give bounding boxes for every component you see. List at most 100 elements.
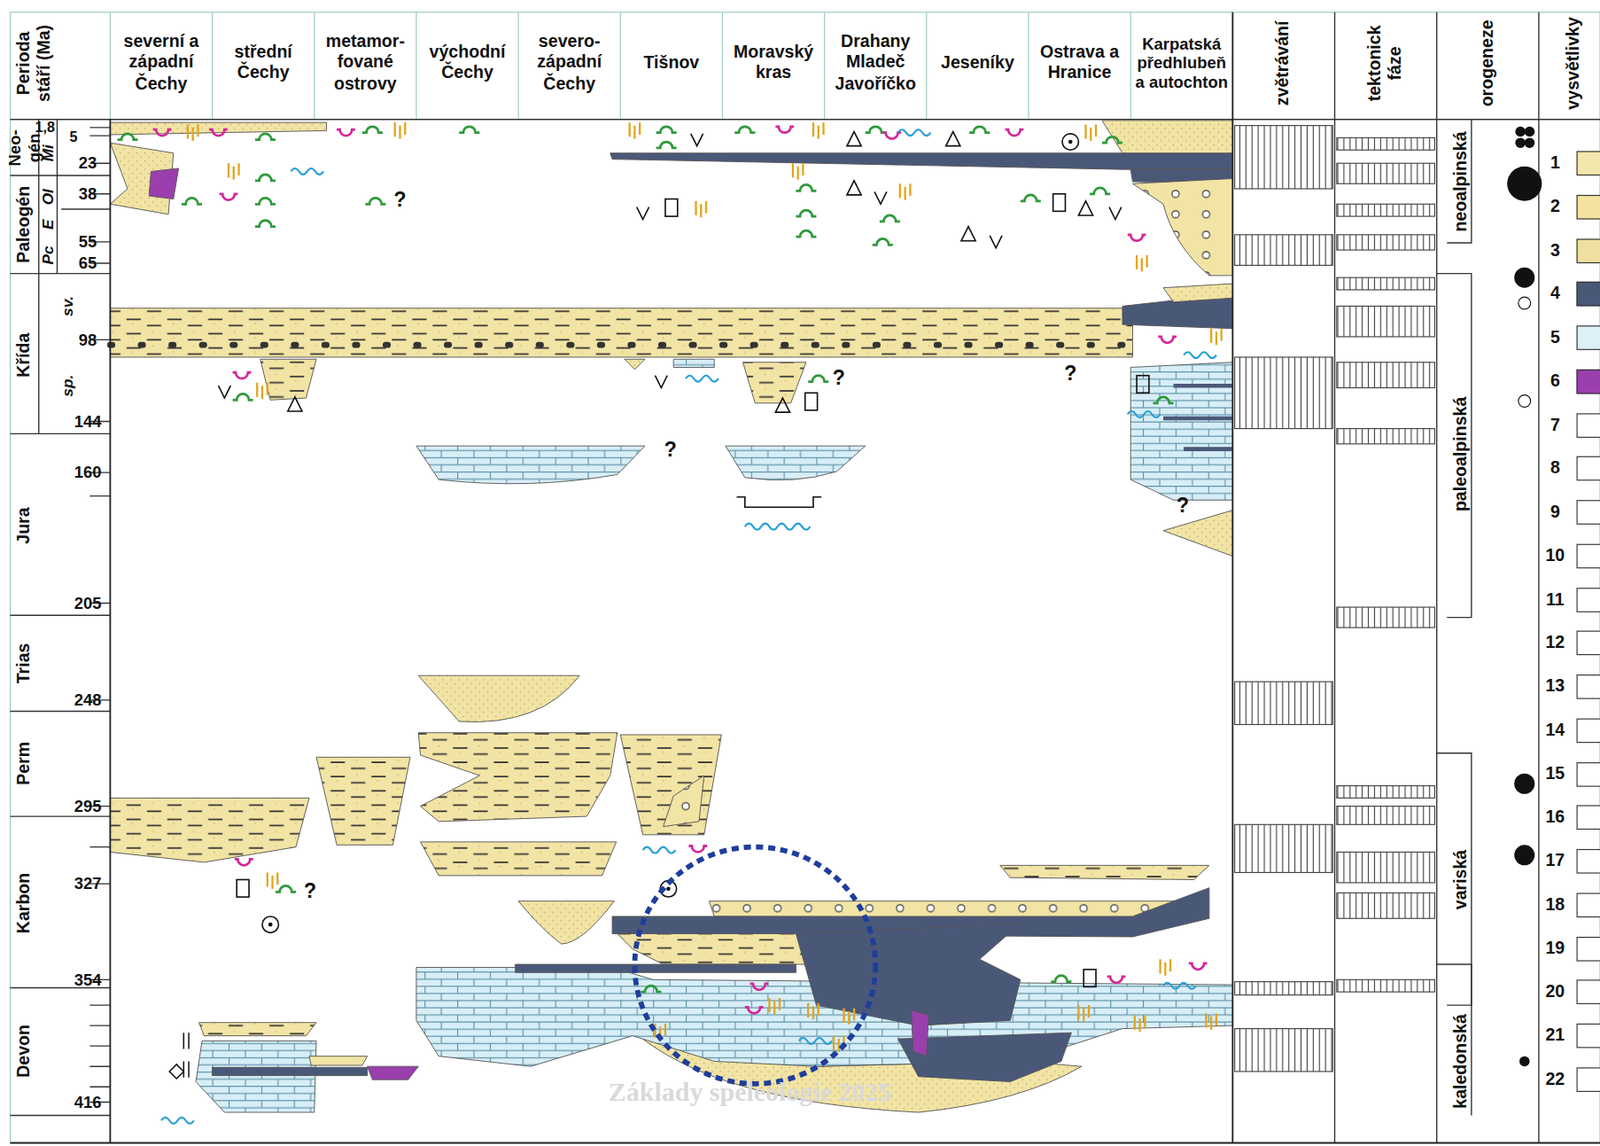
legend-number: 9 (1550, 501, 1561, 522)
legend-number: 13 (1545, 675, 1565, 697)
legend-number: 15 (1545, 763, 1565, 785)
column-header: metamor-fované ostrovy (317, 31, 414, 94)
legend-swatch (1576, 936, 1600, 962)
legend-number: 17 (1545, 850, 1565, 871)
age-value: 205 (74, 592, 102, 613)
legend-swatch (1576, 674, 1600, 700)
age-value: 38 (78, 184, 97, 204)
period-name: Perm (14, 741, 35, 785)
legend-number: 6 (1550, 371, 1561, 392)
period-name: Karbon (14, 872, 35, 934)
question-mark: ? (664, 436, 677, 462)
legend-number: 19 (1545, 938, 1565, 959)
column-header: východní Čechy (419, 42, 516, 85)
epoch-name: sp. (58, 374, 78, 397)
age-value: 295 (74, 796, 102, 816)
column-header: Ostrava a Hranice (1031, 42, 1128, 85)
epoch-name: Mi (38, 144, 58, 162)
orogeny-name: variská (1451, 849, 1472, 909)
question-mark: ? (1176, 492, 1189, 518)
column-header: Tišnov (622, 53, 720, 74)
question-mark: ? (303, 877, 317, 903)
epoch-name: E (38, 219, 58, 231)
column-header: Drahany Mladeč Javoříčko (827, 31, 925, 94)
legend-number: 8 (1550, 458, 1561, 479)
legend-swatch (1576, 892, 1600, 917)
age-value: 5 (69, 128, 78, 146)
legend-number: 1 (1550, 152, 1561, 173)
legend-number: 11 (1545, 589, 1565, 610)
column-header: střední Čechy (214, 42, 311, 85)
legend-number: 4 (1550, 283, 1561, 304)
legend-number: 2 (1550, 196, 1561, 218)
legend-swatch (1576, 587, 1600, 613)
legend-number: 7 (1550, 414, 1561, 435)
legend-swatch (1576, 499, 1600, 525)
legend-swatch (1576, 412, 1600, 438)
watermark: Základy speleologie 2025 (608, 1075, 892, 1108)
age-value: 354 (74, 969, 102, 989)
orogeny-name: neoalpinská (1451, 131, 1472, 232)
age-value: 248 (74, 690, 102, 710)
column-header: Perioda stáří (Ma) (14, 19, 56, 107)
legend-number: 22 (1545, 1068, 1565, 1089)
period-name: Jura (14, 506, 35, 544)
period-name: Devon (14, 1024, 35, 1078)
legend-number: 21 (1545, 1025, 1565, 1046)
legend-swatch (1576, 325, 1600, 350)
legend-swatch (1576, 150, 1600, 176)
legend-number: 5 (1550, 326, 1561, 348)
legend-swatch (1576, 717, 1600, 743)
age-value: 55 (78, 232, 97, 252)
legend-swatch (1576, 456, 1600, 482)
question-mark: ? (393, 186, 406, 212)
age-value: 65 (78, 253, 97, 273)
legend-number: 3 (1550, 240, 1561, 261)
column-header: severo-západní Čechy (520, 31, 618, 94)
column-header: vysvětlivky (1562, 12, 1584, 115)
legend-number: 20 (1545, 981, 1565, 1002)
legend-swatch (1576, 848, 1600, 874)
legend-swatch (1576, 630, 1600, 656)
column-header: tektonick fáze (1365, 17, 1407, 110)
legend-swatch (1576, 805, 1600, 831)
question-mark: ? (1064, 361, 1077, 387)
orogeny-name: paleoalpinská (1451, 396, 1472, 512)
column-header: severní a západní Čechy (112, 31, 210, 94)
question-mark: ? (832, 365, 846, 390)
age-value: 144 (74, 411, 102, 431)
legend-swatch (1576, 1066, 1600, 1092)
column-header: zvětrávání (1273, 12, 1294, 115)
age-value: 1,8 (34, 118, 55, 136)
age-value: 416 (74, 1091, 102, 1111)
period-name: Křída (14, 333, 35, 378)
epoch-name: Pc (38, 245, 58, 265)
legend-swatch (1576, 1023, 1600, 1049)
legend-number: 18 (1545, 893, 1565, 915)
legend-number: 16 (1545, 807, 1565, 828)
legend-swatch (1576, 194, 1600, 220)
legend-swatch (1576, 238, 1600, 264)
legend-number: 12 (1545, 632, 1565, 653)
age-value: 98 (78, 329, 97, 350)
epoch-name: Ol (38, 188, 58, 205)
legend-number: 10 (1545, 545, 1565, 567)
column-header: Jeseníky (929, 53, 1026, 74)
age-value: 327 (74, 873, 102, 894)
legend-swatch (1576, 281, 1600, 307)
legend-swatch (1576, 543, 1600, 568)
orogeny-name: kaledonská (1451, 1013, 1472, 1109)
legend-swatch (1576, 369, 1600, 395)
legend-swatch (1576, 979, 1600, 1005)
legend-number: 14 (1545, 720, 1565, 741)
age-value: 160 (74, 462, 102, 482)
legend-swatch (1576, 761, 1600, 787)
age-value: 23 (78, 153, 97, 173)
column-header: Karpatská předhlubeň a autochton (1131, 33, 1232, 93)
column-header: Moravský kras (724, 42, 822, 85)
period-name: Trias (14, 643, 35, 684)
epoch-name: sv. (58, 295, 78, 317)
column-header: orogeneze (1477, 12, 1499, 115)
